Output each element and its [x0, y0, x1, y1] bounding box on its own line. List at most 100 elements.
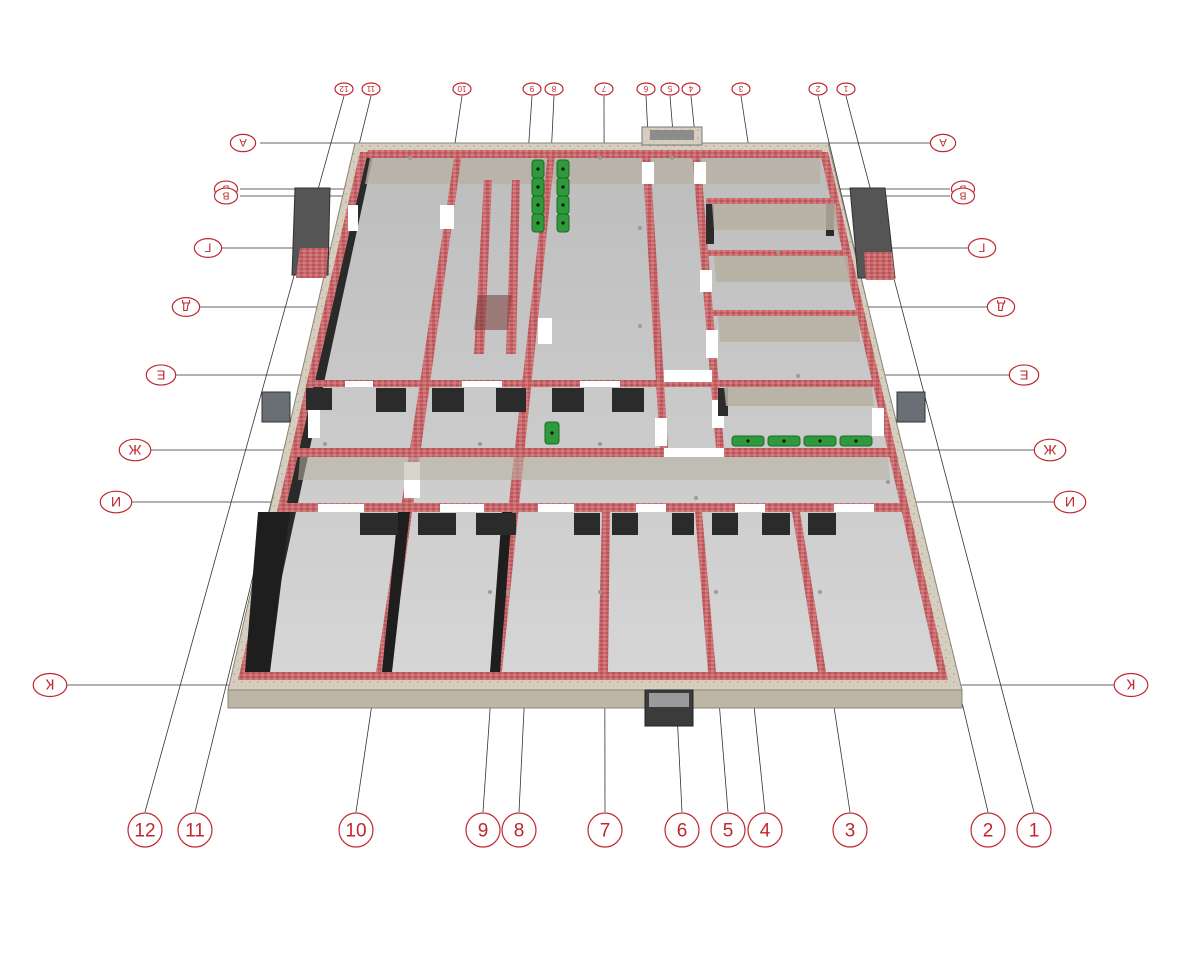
grid-label-text: 8 — [514, 821, 525, 842]
grid-label-text: 7 — [601, 84, 606, 93]
grid-bubble — [929, 133, 957, 153]
tank-cap-icon — [746, 439, 750, 443]
grid-label-text: В — [222, 189, 229, 200]
axis-bubble-left-3: Г — [193, 238, 223, 258]
axis-bubble-left-7: И — [99, 490, 133, 514]
window-well-left-lower — [261, 391, 291, 423]
grid-bubble — [544, 82, 564, 96]
window-well-right-upper — [849, 187, 896, 280]
grid-label-text: 2 — [983, 821, 994, 842]
grid-label-text: 2 — [815, 84, 820, 93]
grid-bubble — [229, 133, 257, 153]
brick-bottom-border — [238, 672, 947, 680]
axis-bubble-right-4: Д — [986, 297, 1016, 317]
grid-label-text: Е — [156, 367, 165, 382]
grid-label-text: 4 — [760, 821, 771, 842]
grid-bubble — [338, 812, 374, 848]
axis-bubble-left-4: Д — [171, 297, 201, 317]
grid-bubble — [32, 672, 68, 698]
grid-label-text: К — [1126, 676, 1135, 693]
lower-strip-wall — [298, 457, 890, 480]
axis-bubble-top-2: 2 — [808, 82, 828, 96]
back-wall-upper — [365, 158, 820, 184]
grid-label-text: 5 — [667, 84, 672, 93]
wall-face-3 — [490, 512, 512, 672]
partition-col-4 — [692, 152, 724, 448]
axis-bubble-top-8: 8 — [544, 82, 564, 96]
grid-bubble — [177, 812, 213, 848]
grid-label-text: 3 — [738, 84, 743, 93]
axis-bubble-bottom-11: 11 — [177, 812, 213, 848]
grid-bubble — [1008, 364, 1040, 386]
axis-bubble-bottom-7: 7 — [587, 812, 623, 848]
green-water-tanks — [531, 159, 873, 447]
grid-label-text: Ж — [1043, 441, 1056, 457]
grid-bubble — [594, 82, 614, 96]
axis-bubble-top-9: 9 — [522, 82, 542, 96]
axis-bubble-top-4: 4 — [681, 82, 701, 96]
grid-label-text: 12 — [339, 84, 348, 93]
axis-bubble-bottom-2: 2 — [970, 812, 1006, 848]
axis-bubble-bottom-5: 5 — [710, 812, 746, 848]
tank-cap-icon — [561, 203, 565, 207]
right-room-wall-1 — [712, 204, 838, 230]
grid-bubble — [213, 187, 239, 205]
grid-bubble — [664, 812, 700, 848]
tank-cap-icon — [536, 167, 540, 171]
grid-bubble — [1053, 490, 1087, 514]
axis-bubble-right-6: Ж — [1033, 438, 1067, 462]
grid-label-text: 10 — [345, 821, 366, 842]
axis-bubble-left-2: В — [213, 187, 239, 205]
grid-label-text: К — [45, 676, 54, 693]
axis-bubble-bottom-12: 12 — [127, 812, 163, 848]
foundation-model — [227, 126, 963, 727]
axis-bubble-left-6: Ж — [118, 438, 152, 462]
right-room-wall-3 — [718, 316, 860, 342]
grid-bubble — [950, 187, 976, 205]
axis-bubble-right-8: К — [1113, 672, 1149, 698]
grid-label-text: Г — [978, 241, 985, 255]
grid-label-text: 4 — [688, 84, 693, 93]
grid-label-text: 8 — [551, 84, 556, 93]
grid-bubble — [145, 364, 177, 386]
grid-label-text: 9 — [529, 84, 534, 93]
axis-bubble-right-3: Г — [967, 238, 997, 258]
grid-label-text: Д — [181, 300, 190, 314]
grid-bubble — [193, 238, 223, 258]
axis-bubble-bottom-10: 10 — [338, 812, 374, 848]
grid-label-text: 3 — [845, 821, 856, 842]
grid-bubble — [808, 82, 828, 96]
grid-label-text: 12 — [134, 821, 155, 842]
tank-cap-icon — [561, 185, 565, 189]
grid-bubble — [836, 82, 856, 96]
tank-cap-icon — [854, 439, 858, 443]
grid-bubble — [361, 82, 381, 96]
grid-label-text: А — [939, 136, 947, 148]
axis-bubble-left-8: К — [32, 672, 68, 698]
axis-bubble-left-5: Е — [145, 364, 177, 386]
grid-label-text: Д — [996, 300, 1005, 314]
grid-label-text: 11 — [366, 84, 375, 93]
axis-bubble-bottom-1: 1 — [1016, 812, 1052, 848]
axis-bubble-top-7: 7 — [594, 82, 614, 96]
brick-top-border — [366, 150, 824, 158]
grid-bubble — [747, 812, 783, 848]
axis-bubble-right-5: Е — [1008, 364, 1040, 386]
entry-pit-bottom — [644, 689, 694, 727]
grid-bubble — [465, 812, 501, 848]
partition-row-i — [278, 503, 904, 512]
grid-label-text: 7 — [600, 821, 611, 842]
tank-cap-icon — [782, 439, 786, 443]
axis-bubble-bottom-3: 3 — [832, 812, 868, 848]
partition-col-5 — [695, 512, 716, 672]
partition-col-7 — [598, 512, 610, 672]
window-well-right-lower — [896, 391, 926, 423]
grid-label-text: 1 — [843, 84, 848, 93]
grid-bubble — [99, 490, 133, 514]
grid-bubble — [171, 297, 201, 317]
grid-label-text: 6 — [677, 821, 688, 842]
wall-stubs — [306, 204, 836, 535]
partition-col-6 — [642, 152, 668, 448]
grid-label-text: 6 — [643, 84, 648, 93]
